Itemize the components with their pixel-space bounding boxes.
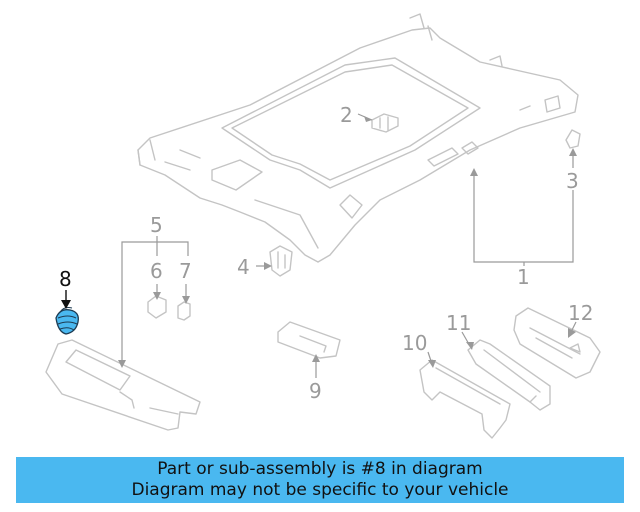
part-12-bracket-plate[interactable] [513,307,601,379]
label-1: 1 [517,265,530,289]
label-3: 3 [566,169,579,193]
part-10-grab-handle[interactable] [419,359,511,439]
sun-visor-part[interactable] [45,339,201,431]
label-5: 5 [150,213,163,237]
info-banner: Part or sub-assembly is #8 in diagram Di… [16,457,624,503]
part-9-bracket[interactable] [277,321,341,359]
label-12: 12 [568,301,593,325]
label-6: 6 [150,259,163,283]
part-11-handle-base[interactable] [467,339,551,411]
label-4: 4 [237,255,250,279]
part-7-clip[interactable] [177,301,191,321]
part-8-plug[interactable] [55,307,79,335]
label-2: 2 [340,103,353,127]
headliner-part[interactable] [137,13,579,263]
part-3-cap[interactable] [565,129,581,149]
label-10: 10 [402,331,427,355]
label-11: 11 [446,311,471,335]
part-4-hook[interactable] [269,245,293,277]
label-9: 9 [309,379,322,403]
part-8-leader [61,290,71,309]
leader-lines [118,113,577,378]
label-8: 8 [59,267,72,291]
label-7: 7 [179,259,192,283]
banner-line-2: Diagram may not be specific to your vehi… [131,480,509,500]
banner-line-1: Part or sub-assembly is #8 in diagram [157,459,483,479]
part-2-clip[interactable] [371,113,399,133]
